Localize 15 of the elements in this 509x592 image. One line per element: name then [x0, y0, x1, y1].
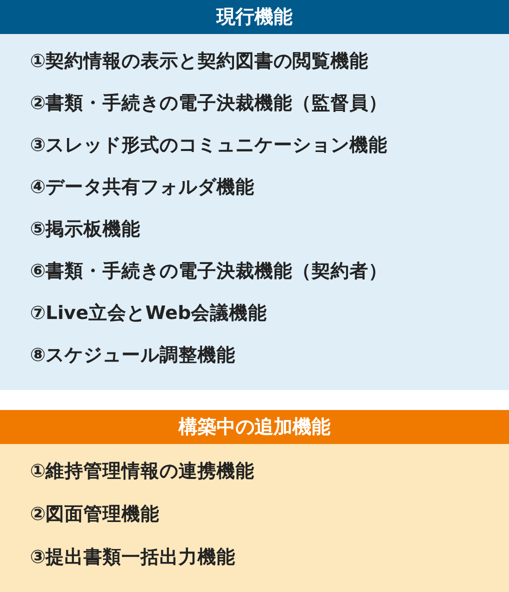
- list-item: ⑤掲示板機能: [30, 218, 141, 241]
- list-item: ③スレッド形式のコミュニケーション機能: [30, 134, 388, 157]
- list-item: ②書類・手続きの電子決裁機能（監督員）: [30, 92, 388, 115]
- list-item: ⑧スケジュール調整機能: [30, 344, 236, 367]
- list-item: ⑦Live立会とWeb会議機能: [30, 302, 267, 325]
- list-item: ③提出書類一括出力機能: [30, 546, 236, 569]
- list-item: ②図面管理機能: [30, 503, 160, 526]
- list-item: ④データ共有フォルダ機能: [30, 176, 255, 199]
- list-item: ⑥書類・手続きの電子決裁機能（契約者）: [30, 260, 388, 283]
- list-panel: [0, 410, 509, 592]
- list-panel: [0, 0, 509, 390]
- section-header: 構築中の追加機能: [0, 410, 509, 444]
- list-item: ①維持管理情報の連携機能: [30, 460, 255, 483]
- list-item: ①契約情報の表示と契約図書の閲覧機能: [30, 50, 369, 73]
- section-header: 現行機能: [0, 0, 509, 34]
